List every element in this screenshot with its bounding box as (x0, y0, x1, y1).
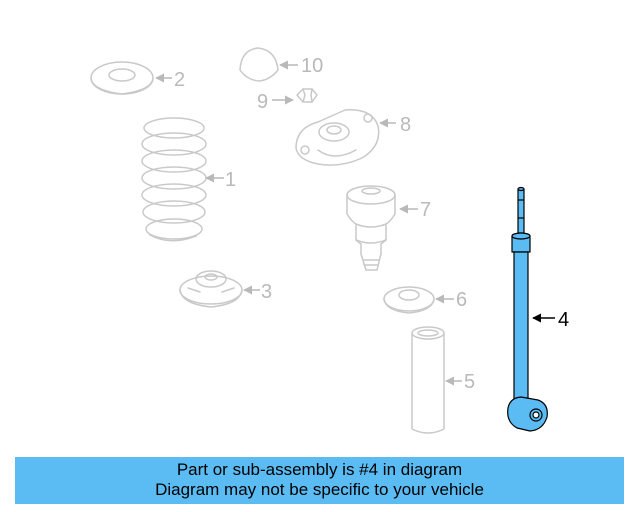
part-2-spring-seat[interactable] (90, 61, 154, 95)
part-4-shock-absorber[interactable] (507, 186, 548, 432)
info-banner: Part or sub-assembly is #4 in diagram Di… (15, 457, 624, 504)
banner-line-2: Diagram may not be specific to your vehi… (155, 480, 484, 499)
callout-3: 3 (261, 281, 272, 303)
callout-5: 5 (464, 371, 475, 393)
part-3-lower-seat[interactable] (179, 270, 243, 308)
part-9-nut[interactable] (296, 88, 318, 103)
callout-7: 7 (420, 199, 431, 221)
parts-diagram: 2 1 3 10 9 8 (90, 47, 569, 434)
callout-8: 8 (400, 114, 411, 136)
callout-2: 2 (174, 69, 185, 91)
banner-line-1: Part or sub-assembly is #4 in diagram (176, 460, 463, 479)
part-10-dust-cap[interactable] (239, 47, 279, 82)
callout-9: 9 (257, 91, 268, 113)
part-7-bump-stop[interactable] (346, 185, 396, 271)
callout-4: 4 (558, 309, 569, 331)
callout-6: 6 (456, 289, 467, 311)
part-1-coil-spring[interactable] (141, 117, 207, 242)
part-8-strut-mount[interactable] (295, 109, 380, 166)
part-5-dust-boot[interactable] (411, 326, 445, 434)
part-6-insulator[interactable] (383, 286, 435, 314)
callout-1: 1 (225, 169, 236, 191)
callout-10: 10 (301, 55, 323, 77)
